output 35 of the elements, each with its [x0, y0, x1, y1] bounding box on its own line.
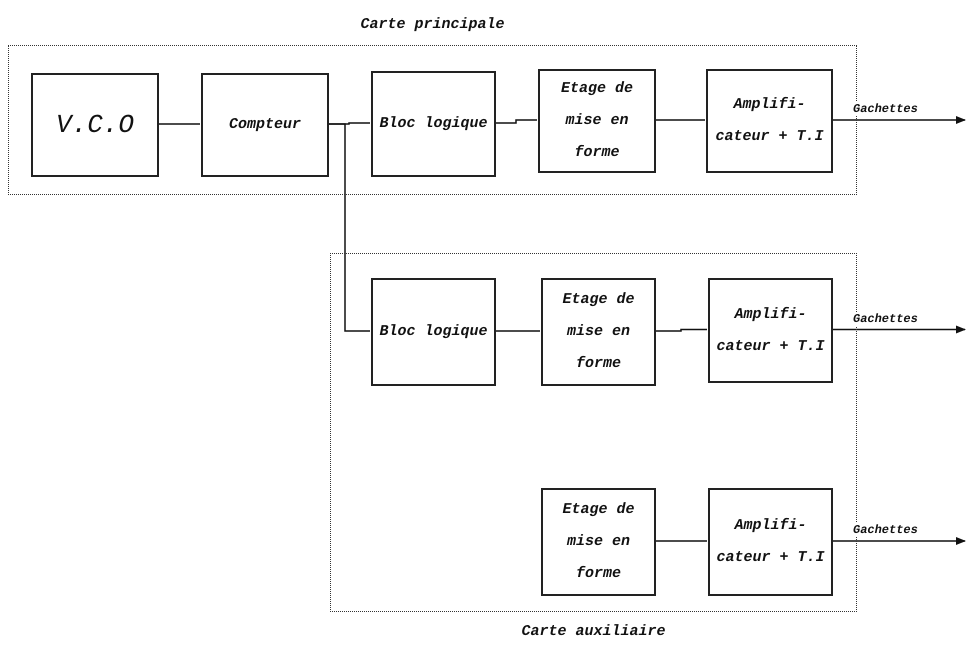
block-box: [201, 73, 329, 177]
block-label: V.C.O: [56, 109, 134, 141]
block-box: [541, 488, 656, 596]
block-box: [708, 488, 833, 596]
connector-line: [495, 330, 540, 332]
edge-label: Gachettes: [852, 102, 919, 116]
block-box: [538, 69, 656, 173]
edge-label: Gachettes: [852, 523, 919, 537]
arrow: [832, 116, 966, 124]
block-box: [31, 73, 159, 177]
block-label: Etage de mise en forme: [560, 79, 634, 163]
edge-label: Gachettes: [852, 312, 919, 326]
block-label: Amplifi- cateur + T.I: [714, 95, 825, 147]
block-label: Etage de mise en forme: [561, 290, 636, 374]
block-label: Compteur: [228, 115, 301, 135]
block-box: [708, 278, 833, 383]
block-label: Etage de mise en forme: [561, 500, 636, 584]
connector-line: [158, 123, 200, 125]
block-box: [706, 69, 833, 173]
block-box: [541, 278, 656, 386]
block-label: Bloc logique: [379, 322, 488, 342]
connector-line: [495, 119, 537, 124]
connector-line: [655, 328, 707, 332]
board-title: Carte auxiliaire: [520, 622, 667, 642]
block-label: Amplifi- cateur + T.I: [715, 304, 826, 356]
block-box: [371, 71, 496, 177]
board-title: Carte principale: [359, 15, 506, 35]
arrow: [832, 326, 966, 334]
connector-line: [655, 119, 705, 121]
connector-line: [328, 123, 370, 332]
block-label: Bloc logique: [379, 114, 488, 134]
arrow: [832, 537, 966, 545]
block-label: Amplifi- cateur + T.I: [715, 516, 826, 568]
connector-line: [655, 540, 707, 542]
block-box: [371, 278, 496, 386]
